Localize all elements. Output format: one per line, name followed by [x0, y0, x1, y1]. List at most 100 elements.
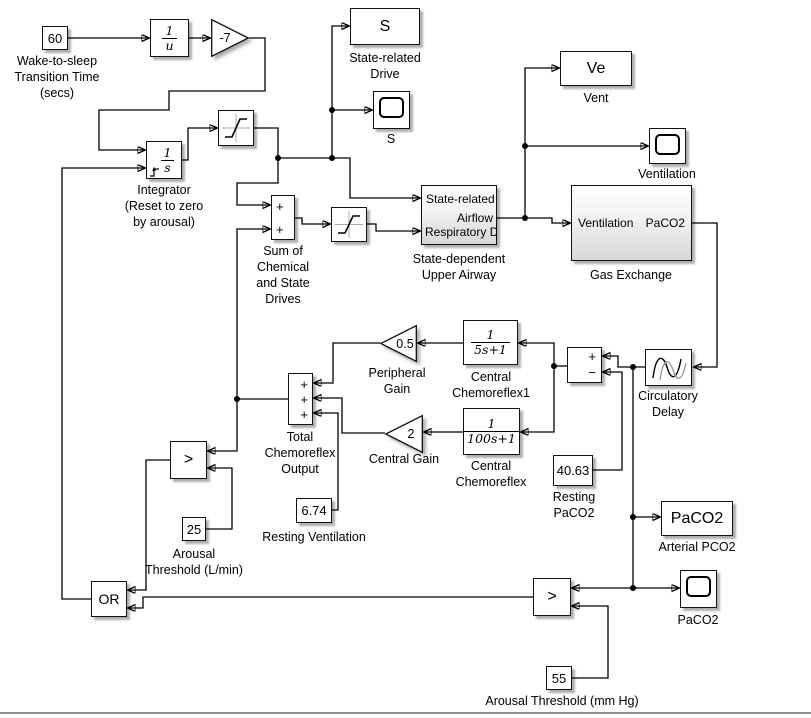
reciprocal-fraction: 1 u — [162, 22, 177, 53]
gain-triangle-icon — [384, 414, 423, 454]
sum-paco2-difference[interactable]: + − — [567, 347, 602, 383]
transfer-fcn-fraction: 1 5s+1 — [471, 328, 510, 357]
integrator-fraction: 1 s — [161, 144, 174, 175]
constant-resting-ventilation[interactable]: 6.74 — [296, 498, 332, 523]
constant-value: 6.74 — [301, 503, 327, 518]
constant-arousal-threshold-lmin[interactable]: 25 — [182, 517, 206, 541]
subsystem-gas-exchange[interactable]: Ventilation PaCO2 — [571, 185, 692, 261]
scope-screen-icon — [686, 576, 711, 597]
gain-value: -7 — [219, 31, 231, 45]
label-peripheral-gain: Peripheral Gain — [368, 366, 426, 396]
scope-screen-icon — [655, 134, 680, 155]
goto-tag: S — [379, 17, 391, 35]
scope-paco2[interactable] — [680, 570, 717, 608]
label-gas-exchange: Gas Exchange — [590, 268, 672, 282]
canvas-bottom-border — [0, 712, 811, 714]
logical-operator-or[interactable]: OR — [91, 581, 127, 617]
sum-sign: + — [588, 349, 596, 364]
label-vent: Vent — [583, 91, 609, 105]
label-scope-s: S — [386, 132, 396, 146]
sum-sign: + — [276, 222, 284, 237]
transfer-fcn-central-chemoreflex[interactable]: 1 100s+1 — [463, 408, 520, 455]
scope-ventilation[interactable] — [649, 128, 686, 164]
goto-arterial-pco2[interactable]: PaCO2 — [661, 501, 733, 536]
sum-sign: + — [300, 377, 308, 392]
saturation-state-drive[interactable] — [218, 110, 254, 146]
label-resting-ventilation: Resting Ventilation — [262, 530, 366, 544]
fraction-denominator: s — [161, 159, 174, 175]
label-central-chemoreflex: Central Chemoreflex — [455, 459, 527, 489]
transport-delay-icon — [652, 357, 687, 381]
label-sum-chemical-state: Sum of Chemical and State Drives — [256, 244, 310, 306]
label-arousal-threshold-lmin: Arousal Threshold (L/min) — [145, 547, 243, 577]
gain-peripheral[interactable]: 0.5 — [379, 324, 417, 363]
label-total-chemoreflex-output: Total Chemoreflex Output — [264, 430, 336, 476]
port-label-respiratory-drive: Respiratory Dr — [425, 226, 497, 239]
fraction-numerator: 1 — [487, 416, 496, 431]
constant-value: 40.63 — [556, 463, 590, 478]
subsystem-upper-airway[interactable]: State-related D Airflow Respiratory Dr — [421, 185, 497, 245]
constant-wake-transition-time[interactable]: 60 — [42, 26, 68, 50]
port-label-ventilation: Ventilation — [578, 217, 634, 230]
math-function-reciprocal[interactable]: 1 u — [150, 19, 189, 57]
gain-central[interactable]: 2 — [384, 414, 423, 454]
label-integrator: Integrator (Reset to zero by arousal) — [124, 183, 204, 229]
saturation-icon — [335, 211, 363, 238]
fraction-denominator: u — [162, 37, 177, 53]
label-resting-paco2: Resting PaCO2 — [552, 490, 596, 520]
gain-value: 0.5 — [396, 336, 414, 351]
transport-delay-circulatory[interactable] — [645, 349, 692, 386]
port-label-paco2: PaCO2 — [645, 217, 685, 230]
constant-resting-paco2[interactable]: 40.63 — [553, 455, 593, 486]
label-upper-airway: State-dependent Upper Airway — [412, 252, 506, 282]
scope-screen-icon — [379, 97, 404, 118]
label-arousal-threshold-mmhg: Arousal Threshold (mm Hg) — [485, 694, 639, 708]
constant-value: 25 — [186, 521, 202, 537]
saturation-respiratory-drive[interactable] — [331, 207, 367, 242]
fraction-numerator: 1 — [165, 22, 174, 38]
port-label-airflow: Airflow — [456, 212, 493, 225]
label-scope-ventilation: Ventilation — [638, 167, 696, 181]
goto-tag: PaCO2 — [670, 509, 724, 527]
goto-ventilation[interactable]: Ve — [560, 51, 632, 86]
constant-value: 60 — [47, 30, 63, 46]
constant-value: 55 — [551, 670, 567, 686]
logical-operator-symbol: OR — [98, 591, 120, 607]
relational-symbol: > — [547, 588, 557, 605]
gain-triangle-icon — [379, 324, 417, 363]
gain-value: 2 — [407, 427, 415, 441]
label-scope-paco2: PaCO2 — [677, 613, 719, 627]
fraction-denominator: 5s+1 — [471, 342, 510, 357]
label-arterial-pco2: Arterial PCO2 — [658, 540, 736, 554]
gain-triangle-icon — [211, 18, 250, 58]
label-wake-transition-time: Wake-to-sleep Transition Time (secs) — [14, 54, 100, 100]
sum-sign: + — [300, 392, 308, 407]
constant-arousal-threshold-mmhg[interactable]: 55 — [546, 666, 572, 690]
goto-tag: Ve — [586, 59, 606, 77]
sum-total-chemoreflex[interactable]: + + + — [288, 373, 313, 425]
sum-sign: − — [588, 365, 596, 380]
reset-trigger-icon — [150, 166, 159, 177]
fraction-numerator: 1 — [163, 144, 172, 160]
label-state-related-drive: State-related Drive — [349, 51, 421, 81]
relational-symbol: > — [183, 451, 194, 468]
integrator-block[interactable]: 1 s — [146, 141, 182, 179]
transfer-fcn-central-chemoreflex1[interactable]: 1 5s+1 — [463, 320, 518, 365]
relational-operator-ventilation[interactable]: > — [170, 441, 207, 479]
sum-sign: + — [300, 407, 308, 422]
fraction-denominator: 100s+1 — [464, 431, 519, 446]
label-circulatory-delay: Circulatory Delay — [638, 389, 698, 419]
label-central-chemoreflex1: Central Chemoreflex1 — [452, 370, 530, 400]
label-central-gain: Central Gain — [368, 452, 440, 466]
gain-wake[interactable]: -7 — [211, 18, 250, 58]
transfer-fcn-fraction: 1 100s+1 — [464, 417, 519, 446]
port-label-state-related-drive: State-related D — [426, 193, 496, 206]
fraction-numerator: 1 — [486, 327, 495, 342]
saturation-icon — [222, 114, 250, 142]
sum-chemical-state-drives[interactable]: + + — [271, 195, 295, 240]
scope-state-drive[interactable] — [373, 91, 410, 129]
relational-operator-paco2[interactable]: > — [533, 578, 571, 616]
goto-state-drive[interactable]: S — [350, 8, 420, 45]
